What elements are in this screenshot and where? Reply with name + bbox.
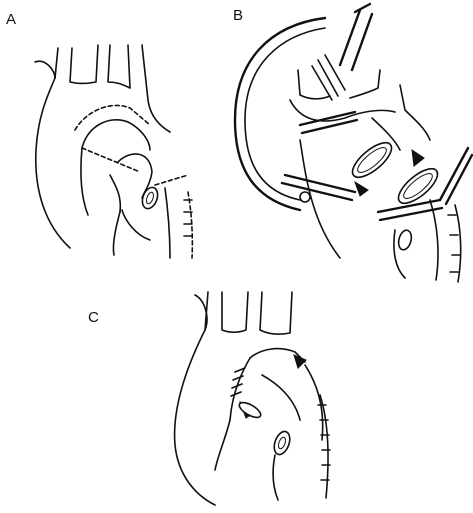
panel-c-graft-ring-lower — [271, 429, 292, 456]
panel-b-top-cannula — [340, 4, 372, 70]
panel-b-heart-contour — [300, 118, 400, 258]
panel-a-outer-contour — [35, 61, 70, 248]
panel-a-drawing — [35, 45, 192, 258]
panel-a-descending-dashed — [188, 192, 192, 258]
panel-a-ascending — [81, 148, 88, 215]
panel-c-drawing — [175, 292, 330, 505]
panel-b-lower-ring — [397, 229, 414, 251]
panel-c-descending — [318, 395, 330, 498]
panel-b-arch-upper — [290, 100, 395, 121]
panel-a-brachiocephalic-branch — [55, 45, 130, 88]
panel-c-head-vessels — [205, 292, 292, 334]
panel-c-heart-contour — [215, 420, 278, 500]
panel-a-intercostals — [184, 200, 192, 236]
panel-b-suture-knot-1 — [412, 150, 424, 166]
panel-b-left-clamp-lower — [282, 175, 355, 200]
panel-a-descending — [165, 188, 170, 258]
panel-b-descending-outer — [455, 205, 461, 282]
panel-b-left-clamp-upper — [300, 112, 357, 133]
panel-b-descending — [430, 200, 460, 280]
panel-b-drawing — [235, 4, 472, 282]
panel-a-graft-body — [113, 210, 150, 255]
panel-a-arch-inner — [82, 120, 150, 150]
panel-a-graft-ring — [140, 185, 161, 210]
panel-c-graft-body — [262, 365, 323, 440]
panel-a-left-subclavian — [142, 45, 170, 132]
panel-b-graft-ring-2 — [393, 163, 443, 209]
panel-b-clamp-pin — [300, 192, 310, 202]
panel-c-graft-ring-mid — [237, 400, 263, 421]
panel-b-suture-knot-2 — [355, 182, 368, 196]
panel-a-cut-line-2 — [155, 175, 188, 185]
panel-a-arch-dashed — [75, 105, 150, 130]
panel-a-inner-arc — [110, 175, 120, 212]
panel-a-cut-line-1 — [82, 148, 140, 172]
panel-c-outer-contour — [175, 295, 215, 505]
panel-b-graft-ring-1 — [347, 137, 397, 183]
